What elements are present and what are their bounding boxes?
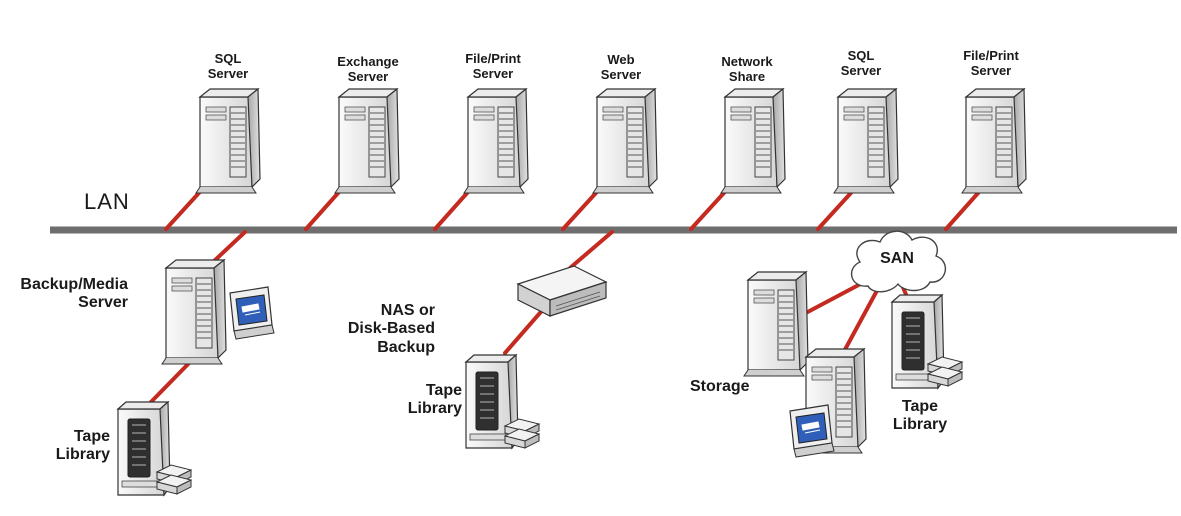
tape-library-label-left: Tape Library <box>40 428 110 465</box>
server-icon-exchange <box>334 88 400 194</box>
tape-library-label-right: Tape Library <box>884 398 956 435</box>
server-icon-sql-2 <box>833 88 899 194</box>
storage-label: Storage <box>690 378 750 395</box>
server-icon-web <box>592 88 658 194</box>
server-icon-sql-1 <box>195 88 261 194</box>
san-cloud-icon <box>850 230 947 293</box>
tape-cartridges-icon-middle <box>504 418 540 449</box>
server-label-line1: SQL <box>214 51 242 66</box>
tape-cartridges-icon-left <box>156 464 192 495</box>
server-label-line2: Server <box>970 62 1012 78</box>
server-label-line1: File/Print <box>963 48 1019 63</box>
nas-label: NAS or Disk-Based Backup <box>315 302 435 357</box>
server-label-exchange: Exchange Server <box>313 54 423 85</box>
server-label-line2: Server <box>472 65 514 81</box>
backup-media-server-line2: Server <box>78 294 128 312</box>
server-icon-fileprint-2 <box>961 88 1027 194</box>
server-icon-fileprint-1 <box>463 88 529 194</box>
server-label-line1: SQL <box>847 48 875 63</box>
tape-library-right-line1: Tape <box>901 398 939 415</box>
server-label-line1: File/Print <box>465 51 521 66</box>
server-label-line2: Server <box>207 65 249 81</box>
san-label: SAN <box>880 250 914 267</box>
backup-media-server-label: Backup/Media Server <box>2 276 128 313</box>
server-label-sql-1: SQL Server <box>173 51 283 82</box>
tape-library-middle-line2: Library <box>407 400 462 418</box>
backup-media-server-line1: Backup/Media <box>20 276 128 293</box>
storage-icon <box>743 271 809 377</box>
tape-library-label-middle: Tape Library <box>392 382 462 419</box>
server-label-web: Web Server <box>566 52 676 83</box>
monitor-icon <box>229 286 275 340</box>
tape-library-left-line2: Library <box>55 446 110 464</box>
lan-label: LAN <box>84 189 130 214</box>
server-label-line2: Server <box>347 68 389 84</box>
server-label-line2: Server <box>840 62 882 78</box>
server-label-sql-2: SQL Server <box>806 48 916 79</box>
tape-library-middle-line1: Tape <box>425 382 462 399</box>
nas-line3: Backup <box>377 338 435 356</box>
backup-media-server-icon <box>161 259 227 365</box>
nas-line1: NAS or <box>380 302 435 319</box>
server-label-line2: Share <box>728 68 766 84</box>
server-label-network-share: Network Share <box>692 54 802 85</box>
server-label-fileprint-1: File/Print Server <box>438 51 548 82</box>
server-label-line1: Network <box>721 54 773 69</box>
server-label-line2: Server <box>600 66 642 82</box>
server-icon-network-share <box>720 88 786 194</box>
nas-line2: Disk-Based <box>347 320 435 338</box>
tape-library-left-line1: Tape <box>73 428 110 445</box>
server-label-line1: Exchange <box>337 54 399 69</box>
server-label-fileprint-2: File/Print Server <box>936 48 1046 79</box>
server-label-line1: Web <box>607 52 635 67</box>
nas-appliance-icon <box>516 265 608 317</box>
tape-cartridges-icon-right <box>927 356 963 387</box>
workstation-monitor-icon <box>789 404 835 458</box>
tape-library-right-line2: Library <box>892 416 948 434</box>
